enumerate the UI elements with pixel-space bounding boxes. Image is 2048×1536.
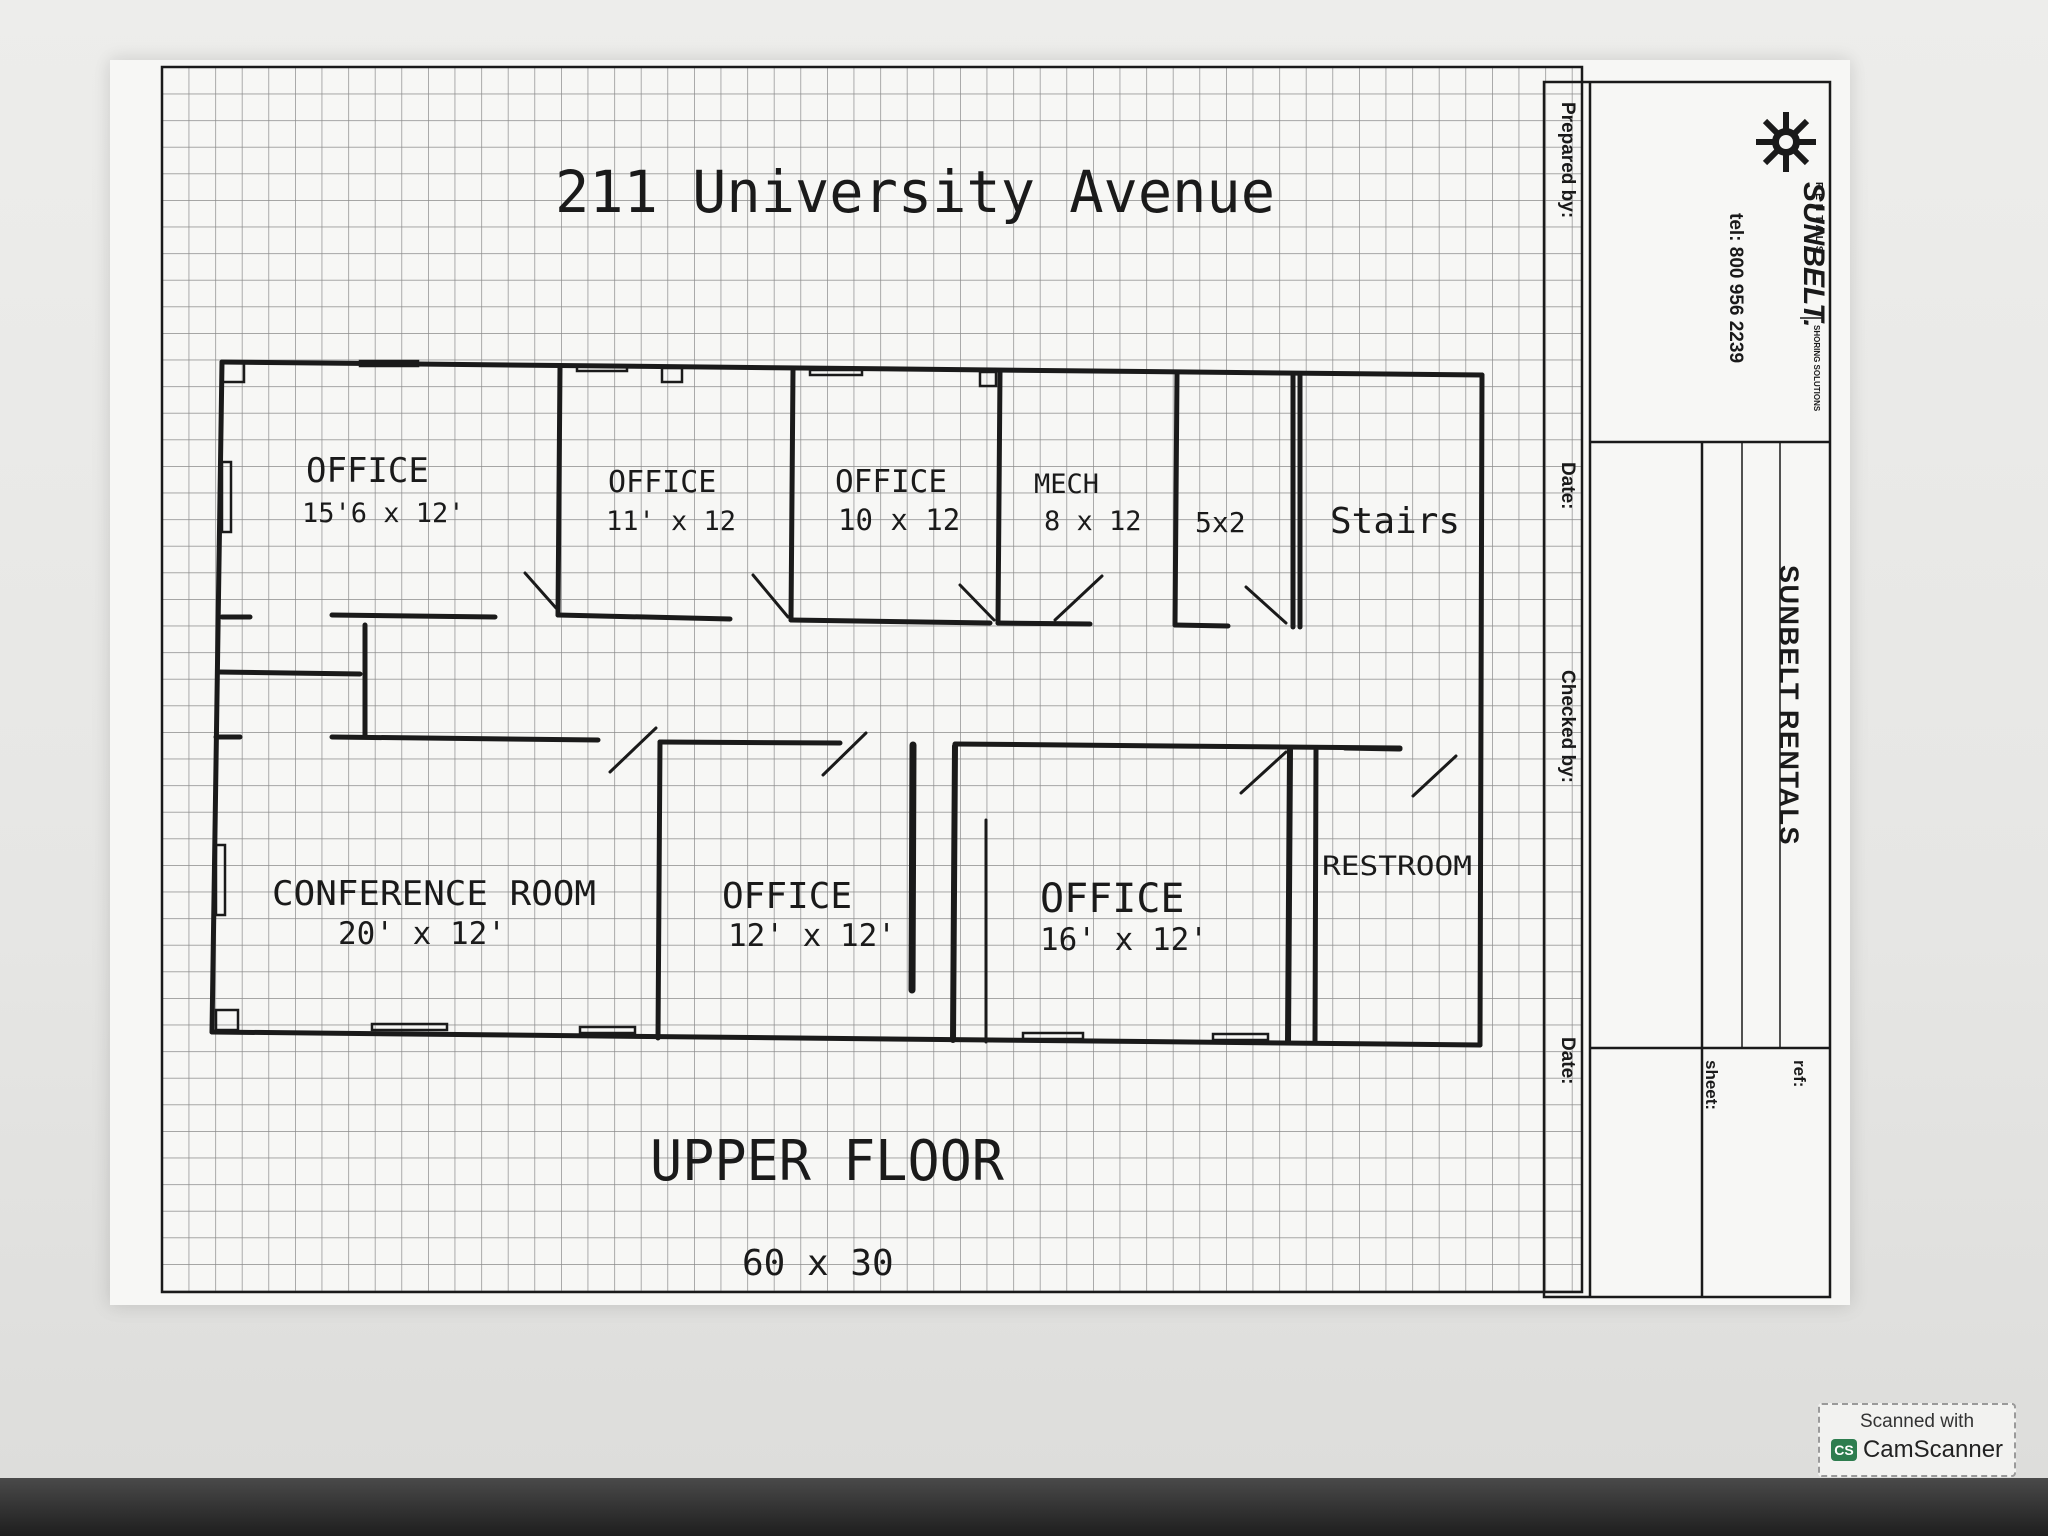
logo-wordmark: SUNBELT. <box>1797 182 1830 328</box>
room-size-office-3: 10 x 12 <box>838 503 960 537</box>
phone-number: tel: 800 956 2239 <box>1725 213 1746 363</box>
camscanner-logo-icon: CS <box>1830 1439 1857 1461</box>
date-label-1: Date: <box>1557 462 1578 510</box>
room-size-office-2: 11' x 12 <box>606 506 736 537</box>
company-name: SUNBELT RENTALS <box>1774 565 1804 846</box>
floor-plan-walls <box>209 359 1485 1048</box>
room-size-office-1: 15'6 x 12' <box>302 498 465 529</box>
screen-bezel <box>0 1478 2048 1536</box>
room-size-conference: 20' x 12' <box>338 916 506 952</box>
watermark-brand-text: CamScanner <box>1862 1436 2004 1463</box>
plan-title: 211 University Avenue <box>555 158 1275 226</box>
room-size-closet: 5x2 <box>1195 506 1246 539</box>
room-name-office-2: OFFICE <box>608 465 716 500</box>
room-size-mech: 8 x 12 <box>1044 506 1142 537</box>
room-name-stairs: Stairs <box>1330 501 1460 542</box>
room-name-office-3: OFFICE <box>835 464 947 500</box>
title-block-frame <box>1542 80 1832 1299</box>
sunburst-icon <box>1756 112 1816 172</box>
room-name-office-4: OFFICE <box>722 876 852 917</box>
logo-subtext: RENTALS <box>1813 182 1824 256</box>
room-size-office-4: 12' x 12' <box>728 918 896 954</box>
sheet-label: sheet: <box>1702 1060 1721 1110</box>
watermark-brand: CS CamScanner <box>1820 1436 2014 1464</box>
ref-label: ref: <box>1790 1060 1809 1087</box>
floor-plan-drawing: 211 University Avenue OFFICE 15'6 x 12' … <box>160 65 1832 1299</box>
camscanner-watermark: Scanned with CS CamScanner <box>1818 1403 2016 1477</box>
graph-paper-sheet: 211 University Avenue OFFICE 15'6 x 12' … <box>110 60 1850 1305</box>
floor-size: 60 x 30 <box>742 1243 894 1284</box>
checked-by-label: Checked by: <box>1557 670 1578 783</box>
room-name-office-5: OFFICE <box>1040 876 1185 922</box>
sunbelt-logo: SUNBELT. RENTALS SHORING SOLUTIONS tel: … <box>1725 112 1830 412</box>
room-name-office-1: OFFICE <box>306 451 429 491</box>
floor-label: UPPER FLOOR <box>650 1129 1004 1194</box>
room-name-restroom: RESTROOM <box>1322 851 1472 882</box>
room-size-office-5: 16' x 12' <box>1040 922 1208 958</box>
graph-grid <box>160 65 1584 1294</box>
room-name-mech: MECH <box>1034 469 1099 500</box>
room-name-conference: CONFERENCE ROOM <box>272 874 596 914</box>
logo-tagline: SHORING SOLUTIONS <box>1812 325 1821 412</box>
prepared-by-label: Prepared by: <box>1557 102 1578 218</box>
watermark-top-text: Scanned with <box>1859 1411 1975 1432</box>
date-label-2: Date: <box>1557 1037 1578 1085</box>
